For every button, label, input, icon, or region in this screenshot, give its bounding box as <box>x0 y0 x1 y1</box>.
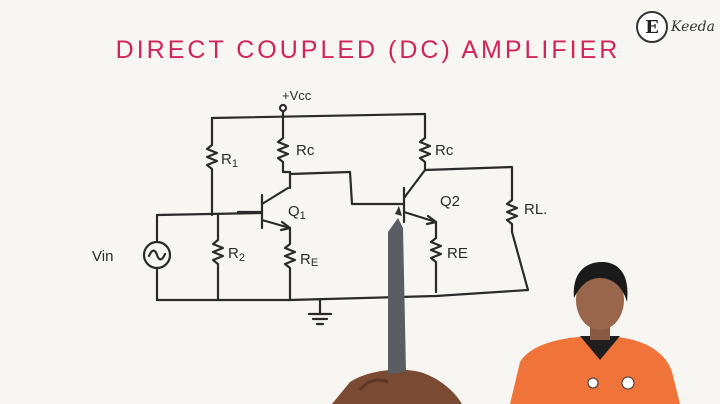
presenter <box>510 262 680 404</box>
brand-mark-icon: E <box>636 11 668 43</box>
rl-label: RL. <box>524 201 547 218</box>
q2-transistor <box>402 168 438 224</box>
brand-word: Keeda <box>671 19 715 35</box>
q1-transistor <box>236 186 292 230</box>
rc1-resistor <box>276 114 292 190</box>
vin-source <box>142 240 172 270</box>
re1-resistor <box>283 226 297 302</box>
re2-label: RE <box>447 245 468 262</box>
rc1-label: Rc <box>296 142 315 159</box>
rc2-label: Rc <box>435 142 454 159</box>
ground-symbol <box>307 297 333 326</box>
marker-pen <box>388 206 406 374</box>
brand-logo: E Keeda <box>636 10 716 44</box>
r1-label: R1 <box>221 151 238 170</box>
diagram-title: DIRECT COUPLED (DC) AMPLIFIER <box>116 36 621 64</box>
re1-label: RE <box>300 251 318 269</box>
r2-label: R2 <box>228 245 245 264</box>
circuit-diagram <box>142 103 530 326</box>
vcc-rail <box>210 112 427 120</box>
r2-resistor <box>211 213 225 302</box>
ground-rail <box>155 288 530 302</box>
rl-resistor <box>423 165 530 292</box>
r1-resistor <box>205 116 219 217</box>
q1-label: Q1 <box>288 203 306 222</box>
re2-resistor <box>429 220 443 294</box>
vin-label: Vin <box>92 248 113 265</box>
vcc-label: +Vcc <box>282 88 312 103</box>
presenter-hand <box>332 369 462 404</box>
rc2-resistor <box>418 112 432 172</box>
q2-label: Q2 <box>440 193 460 210</box>
coupling-wire <box>288 170 404 206</box>
